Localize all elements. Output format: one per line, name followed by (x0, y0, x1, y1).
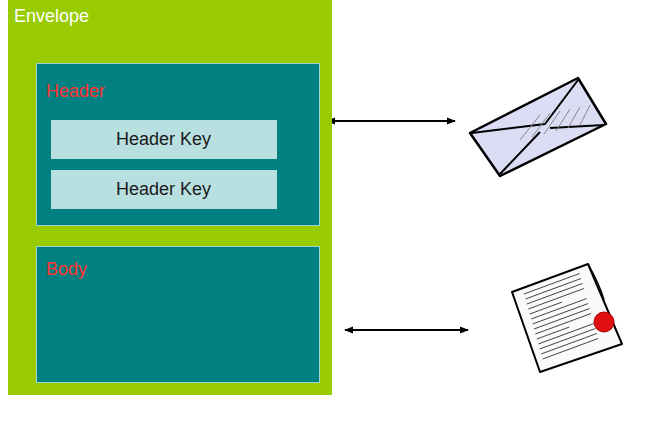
body-box: Body (36, 246, 320, 383)
hatch-line (568, 107, 580, 128)
text-line (531, 299, 587, 319)
text-line (537, 327, 569, 339)
text-line (525, 279, 581, 299)
hatch-line (580, 105, 590, 125)
hatch-line (520, 115, 540, 140)
text-line (540, 329, 596, 349)
header-box: Header KeyHeader KeyHeader (36, 63, 320, 226)
key-label: Header Key (116, 129, 211, 150)
double-arrow (327, 120, 455, 122)
hatch-line (532, 113, 550, 137)
header-key-box: Header Key (51, 120, 277, 159)
document-icon (512, 264, 622, 372)
text-line (528, 289, 584, 309)
header-key-box: Header Key (51, 170, 277, 209)
text-line (535, 314, 591, 334)
text-line (530, 302, 562, 314)
text-line (543, 339, 599, 359)
text-line (524, 274, 580, 294)
hatch-line (544, 111, 560, 134)
text-line (534, 309, 590, 329)
envelope-icon (470, 78, 606, 176)
box-title: Body (46, 259, 87, 280)
text-line (527, 284, 583, 304)
key-label: Header Key (116, 179, 211, 200)
text-line (538, 324, 594, 344)
text-line (533, 304, 589, 324)
double-arrow (345, 329, 468, 331)
text-line (541, 334, 597, 354)
box-title: Envelope (14, 6, 89, 27)
envelope-box: Header KeyHeader KeyHeaderBodyEnvelope (8, 0, 332, 395)
box-title: Header (46, 81, 105, 102)
